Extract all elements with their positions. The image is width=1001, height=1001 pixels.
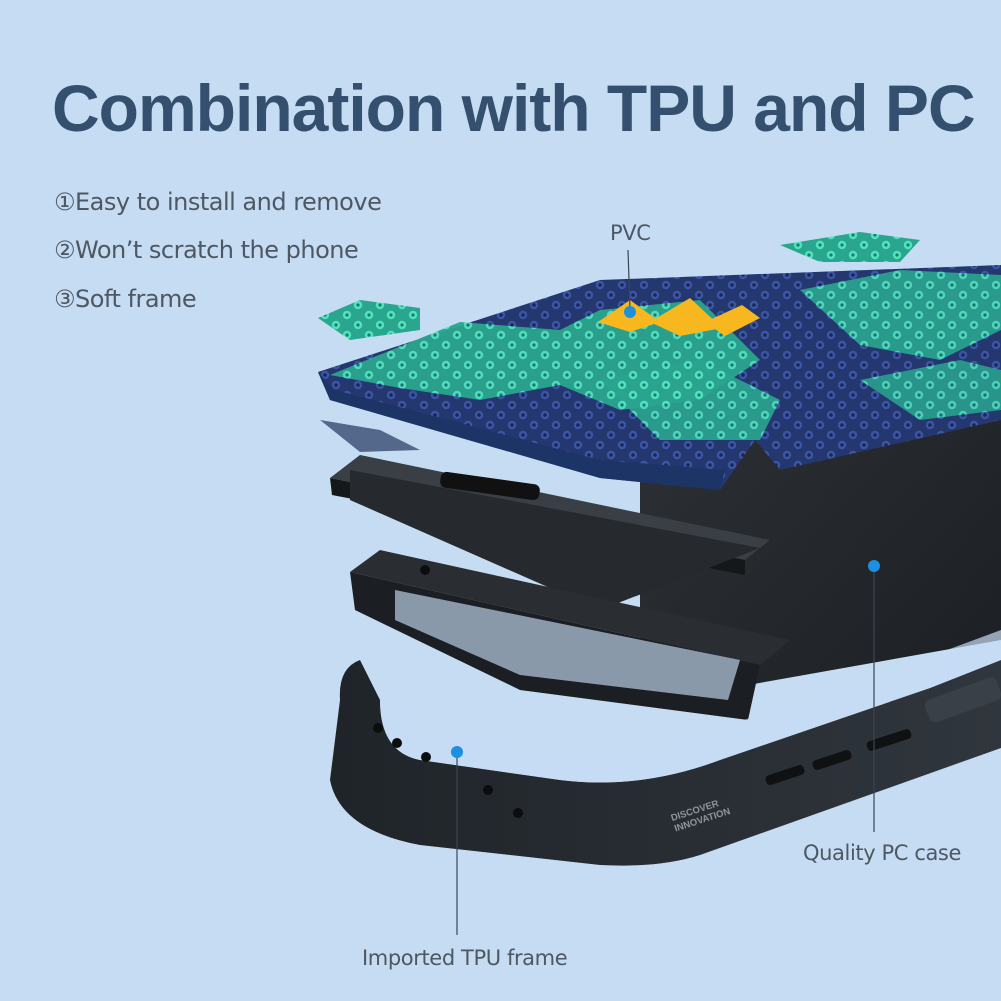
pvc-label: PVC xyxy=(610,221,651,245)
pvc-cover xyxy=(318,232,1001,490)
tpu-frame-callout-marker xyxy=(451,746,463,935)
tpu-frame-label: Imported TPU frame xyxy=(362,946,568,970)
pc-case-label: Quality PC case xyxy=(803,841,961,865)
pvc-callout-marker xyxy=(624,249,636,318)
camera-bumper xyxy=(350,550,790,720)
feature-no-scratch: ②Won’t scratch the phone xyxy=(54,236,359,264)
pc-case-callout-marker xyxy=(868,560,880,832)
feature-easy-install: ①Easy to install and remove xyxy=(54,188,382,216)
feature-soft-frame: ③Soft frame xyxy=(54,285,197,313)
tpu-frame xyxy=(330,630,1001,866)
page-title: Combination with TPU and PC xyxy=(52,71,976,145)
